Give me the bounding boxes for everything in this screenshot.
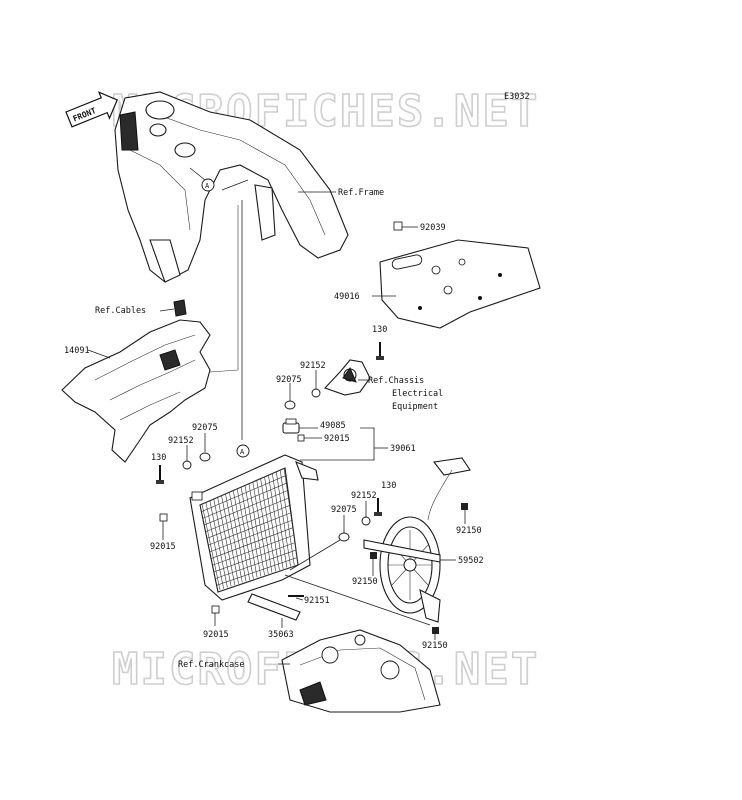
duct-14091 [61, 319, 211, 463]
label-ref-chassis-3: Equipment [392, 402, 438, 412]
label-92075-right: 92075 [331, 505, 357, 515]
clip-92039 [393, 221, 403, 231]
nut-92150-c [432, 627, 439, 634]
label-ref-chassis-2: Electrical [392, 389, 443, 399]
crankcase-drawing [281, 629, 441, 713]
label-35063: 35063 [268, 630, 294, 640]
plate-49016 [379, 239, 541, 329]
label-92152-top: 92152 [300, 361, 326, 371]
grommet-92075-top [284, 400, 296, 410]
label-ref-cables: Ref.Cables [95, 306, 146, 316]
clip-92015-left [159, 513, 168, 522]
bolt-130-right [374, 498, 382, 516]
label-92152-right: 92152 [351, 491, 377, 501]
label-92150-b: 92150 [352, 577, 378, 587]
label-ref-frame: Ref.Frame [338, 188, 384, 198]
cap-49085 [282, 418, 300, 434]
label-92151: 92151 [304, 596, 330, 606]
label-59502: 59502 [458, 556, 484, 566]
svg-text:A: A [240, 448, 245, 456]
label-92150-a: 92150 [456, 526, 482, 536]
washer-92152-right [361, 516, 371, 526]
label-130-top: 130 [372, 325, 387, 335]
label-49016: 49016 [334, 292, 360, 302]
label-14091: 14091 [64, 346, 90, 356]
ref-marker-a-lower: A [236, 444, 250, 458]
chassis-bracket [324, 359, 371, 396]
label-92150-c: 92150 [422, 641, 448, 651]
bolt-130-top [376, 342, 384, 360]
label-92039: 92039 [420, 223, 446, 233]
bolt-130-left [156, 465, 164, 484]
radiator-39061 [189, 454, 319, 601]
grommet-92075-left [199, 452, 211, 462]
clip-92015-top [297, 434, 305, 442]
nut-92150-b [370, 552, 377, 559]
cable-clamp [173, 299, 187, 317]
ref-marker-a-top: A [201, 178, 215, 192]
svg-text:A: A [205, 182, 210, 190]
label-92152-left: 92152 [168, 436, 194, 446]
fan-59502 [363, 457, 471, 623]
bracket-35063 [247, 593, 301, 621]
clip-92015-bottom [211, 605, 220, 614]
diagram-code: E3032 [504, 92, 530, 102]
nut-92150-a [461, 503, 468, 510]
washer-92152-top [311, 388, 321, 398]
label-92015-bottom: 92015 [203, 630, 229, 640]
label-92015-top: 92015 [324, 434, 350, 444]
front-arrow-icon: FRONT [65, 91, 118, 128]
label-130-left: 130 [151, 453, 166, 463]
label-ref-chassis-1: Ref.Chassis [368, 376, 424, 386]
label-92015-left: 92015 [150, 542, 176, 552]
frame-drawing [114, 91, 349, 283]
label-92075-left: 92075 [192, 423, 218, 433]
label-92075-top: 92075 [276, 375, 302, 385]
label-130-right: 130 [381, 481, 396, 491]
label-39061: 39061 [390, 444, 416, 454]
label-ref-crankcase: Ref.Crankcase [178, 660, 245, 670]
grommet-92075-right [338, 532, 350, 542]
label-49085: 49085 [320, 421, 346, 431]
washer-92152-left [182, 460, 192, 470]
